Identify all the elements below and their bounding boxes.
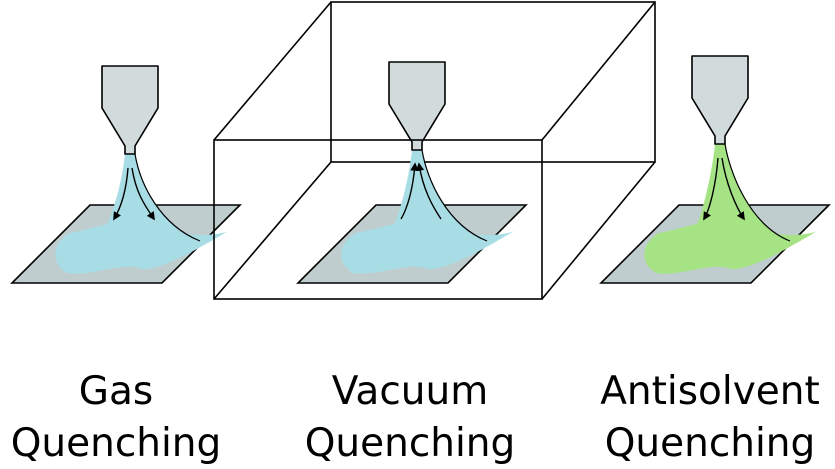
flow-outline-vacuum [421,149,488,242]
flow-outline-gas [134,153,201,242]
flow-cone-vacuum [393,150,487,243]
flow-cone-gas [106,154,200,243]
chamber-edge-top-right [541,1,656,141]
flow-arrow-antisolvent-2 [721,157,745,221]
panels-layer [10,55,831,284]
caption-antisolvent-line1: Antisolvent [600,369,820,414]
caption-vacuum-line2: Quenching [304,421,516,466]
caption-gas-line1: Gas [78,369,154,414]
vacuum-chamber [213,1,656,300]
panel-gas [10,65,242,284]
nozzle-vacuum [388,61,446,151]
flow-arrow-vacuum-2 [415,162,442,220]
caption-gas-quenching: Gas Quenching [0,366,232,469]
chamber-front-face [213,139,543,300]
nozzle-antisolvent [691,55,749,145]
flow-arrow-vacuum-1 [400,162,419,220]
flow-outline-antisolvent [724,143,791,242]
flow-cone-antisolvent [696,144,790,243]
chamber-edge-bottom-right [541,161,656,300]
quenching-diagram [10,1,831,300]
nozzle-gas [101,65,159,155]
caption-gas-line2: Quenching [10,421,222,466]
caption-vacuum-quenching: Vacuum Quenching [290,366,530,469]
panel-antisolvent [599,55,831,284]
flow-arrow-gas-1 [113,167,129,221]
caption-vacuum-line1: Vacuum [331,369,489,414]
caption-antisolvent-line2: Quenching [604,421,816,466]
chamber-edge-top-left [213,1,332,141]
flow-arrow-gas-2 [131,167,155,221]
chamber-edge-bottom-left [213,161,332,300]
caption-antisolvent-quenching: Antisolvent Quenching [585,366,835,469]
flow-arrow-antisolvent-1 [703,157,719,221]
chamber-back-face [330,1,656,163]
panel-vacuum [296,61,528,284]
